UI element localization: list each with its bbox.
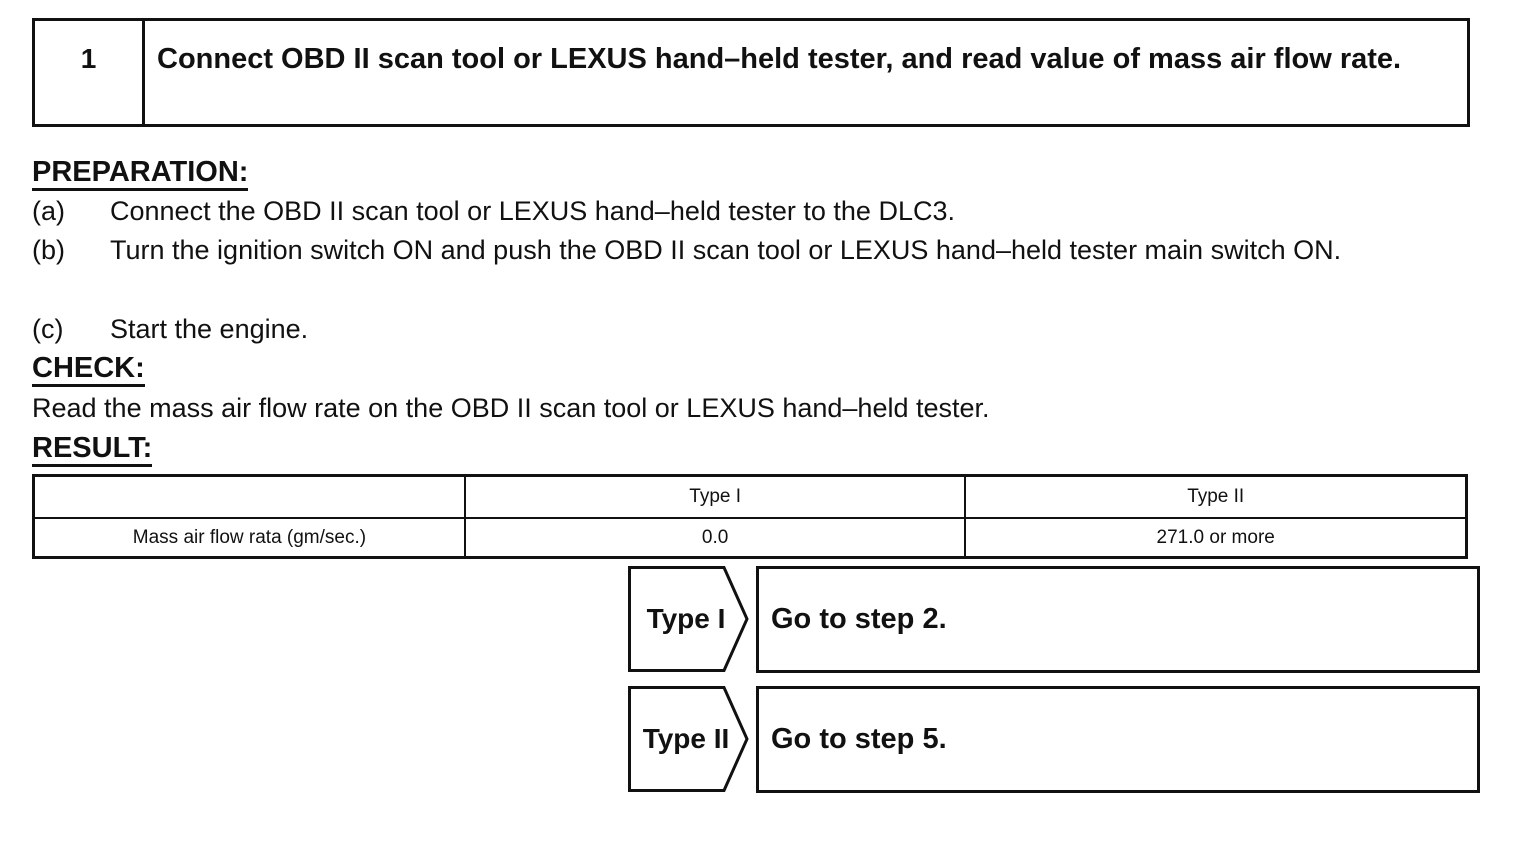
table-row: Mass air flow rata (gm/sec.) 0.0 271.0 o… [31, 517, 1469, 559]
list-text: Turn the ignition switch ON and push the… [110, 235, 1342, 265]
arrow-tag-shape [628, 686, 749, 792]
list-marker: (a) [32, 196, 65, 226]
table-cell: 0.0 [463, 517, 967, 559]
outcome-action-2: Go to step 5. [756, 686, 1480, 793]
table-cell: Mass air flow rata (gm/sec.) [31, 517, 466, 559]
preparation-heading: PREPARATION: [32, 156, 249, 191]
table-header-cell: Type II [964, 474, 1469, 519]
step-number: 1 [35, 21, 145, 124]
table-header-cell: Type I [463, 474, 967, 519]
result-heading: RESULT: [32, 432, 153, 467]
table-header-row: Type I Type II [31, 474, 1469, 519]
step-header: 1 Connect OBD II scan tool or LEXUS hand… [32, 18, 1470, 127]
check-text: Read the mass air flow rate on the OBD I… [32, 393, 990, 423]
preparation-item-c: (c) Start the engine. [32, 310, 1468, 349]
outcome-action-1: Go to step 2. [756, 566, 1480, 673]
check-heading: CHECK: [32, 352, 145, 387]
step-title: Connect OBD II scan tool or LEXUS hand–h… [157, 43, 1402, 75]
preparation-item-b: (b) Turn the ignition switch ON and push… [32, 231, 1468, 270]
result-table: Type I Type II Mass air flow rata (gm/se… [31, 474, 1469, 559]
list-text: Start the engine. [110, 314, 309, 344]
type-tag-2: Type II [628, 686, 750, 792]
type-tag-label: Type II [642, 723, 730, 754]
list-text: Connect the OBD II scan tool or LEXUS ha… [110, 196, 955, 226]
preparation-item-a: (a) Connect the OBD II scan tool or LEXU… [32, 192, 1468, 231]
table-cell: 271.0 or more [964, 517, 1469, 559]
type-tag-label: Type I [646, 603, 726, 634]
list-marker: (b) [32, 235, 65, 265]
type-tag-1: Type I [628, 566, 750, 672]
arrow-tag-shape [628, 566, 749, 672]
table-header-cell [31, 474, 466, 519]
list-marker: (c) [32, 314, 64, 344]
